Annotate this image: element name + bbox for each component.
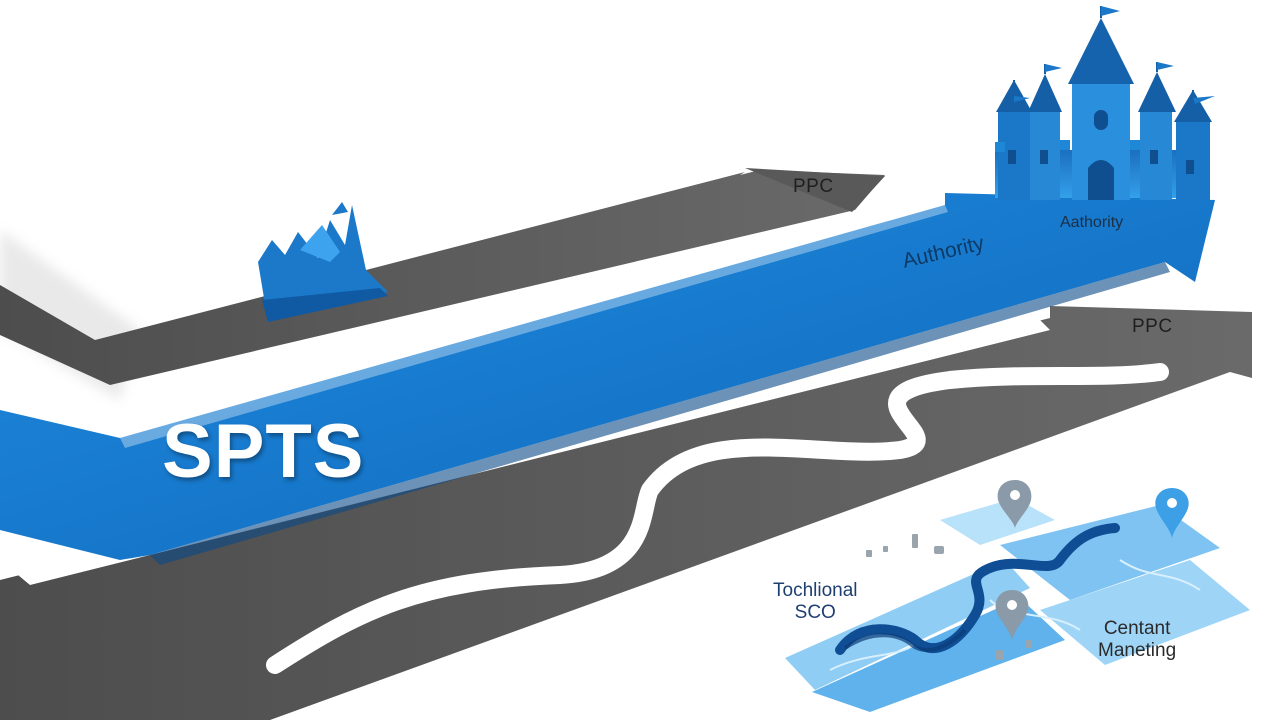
map-pin-icon bbox=[995, 590, 1029, 640]
technical-seo-label: Tochlional SCO bbox=[773, 580, 858, 624]
content-marketing-line1: Centant bbox=[1103, 618, 1171, 639]
content-marketing-label: Centant Maneting bbox=[1098, 618, 1176, 662]
gray-arrow-top bbox=[0, 170, 885, 385]
gray-road-bottom bbox=[0, 306, 1252, 720]
technical-seo-line2: SCO bbox=[794, 602, 836, 623]
castle-icon bbox=[995, 6, 1215, 200]
map-tiles bbox=[785, 498, 1250, 712]
map-trail bbox=[835, 523, 1120, 655]
map-pin-icon bbox=[997, 480, 1032, 528]
spts-title: SPTS bbox=[162, 409, 365, 494]
blue-arrow-shade bbox=[150, 262, 1170, 565]
authority-small-label: Aathority bbox=[1060, 214, 1124, 231]
broken-mountain-icon bbox=[258, 202, 388, 322]
winding-road bbox=[266, 363, 1169, 674]
gray-arrow-top-head bbox=[745, 168, 885, 212]
blue-arrow-main bbox=[0, 193, 1215, 560]
small-decor-icons bbox=[866, 534, 1032, 660]
ppc-label-right: PPC bbox=[1132, 316, 1173, 337]
content-marketing-line2: Maneting bbox=[1098, 640, 1177, 661]
technical-seo-line1: Tochlional bbox=[773, 580, 858, 601]
blue-arrow-highlight bbox=[120, 205, 948, 448]
map-pin-icon bbox=[1155, 488, 1189, 538]
ppc-label-top: PPC bbox=[793, 176, 834, 197]
